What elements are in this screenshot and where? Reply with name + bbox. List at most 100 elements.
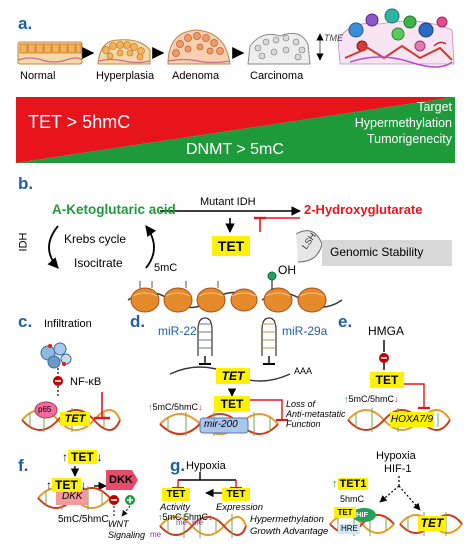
banner-tet-label: TET > 5hmC [28,112,131,132]
dkk-protein-shape [106,470,138,490]
genomic-stability-box [322,240,452,266]
5mc-label-b: 5mC [154,262,178,274]
normal-tissue-illustration [17,41,83,65]
mutant-idh-label: Mutant IDH [200,196,256,208]
panel-d-label: d. [130,312,146,331]
panel-e [347,340,451,432]
tet-d-gene-box: TET [418,516,446,531]
inhibition-tet-hoxa [398,383,425,408]
krebs-arrow-right [145,225,157,269]
dna-helix-g [159,514,247,538]
tet1-label: ↑TET1 [332,478,369,490]
plus-icon-f [127,497,133,503]
hoxa-gene-box: HOXA7/9 [390,412,434,427]
idh-label: IDH [17,232,30,252]
dna-nucleosomes-left [127,281,258,313]
akg-label: A-Ketoglutaric acid [52,202,176,217]
oh-label: OH [278,263,296,277]
ratio-label-d: ↑5mC/5hmC↓ [148,402,203,412]
loss-function-label: Loss of Anti-metastatic Function [286,399,346,429]
krebs-cycle-label: Krebs cycle [64,232,127,246]
hif-to-tet [398,485,421,511]
hif-badge-label: HIF [356,510,369,519]
genomic-stability-label: Genomic Stability [330,245,424,259]
panel-c-label: c. [18,312,33,331]
p65-protein [34,401,58,419]
tet-gene-c: TET [60,412,90,426]
hyper-growth-label: Hypermethylation Growth Advantage [250,514,329,537]
mir29a-label: miR-29a [282,324,328,338]
panel-b-label: b. [18,174,34,193]
dash-to-wnt-b [121,505,131,517]
ratio-label-e: ↑5mC/5hmC↓ [344,394,399,404]
outcome-hypermethylation: Hypermethylation [354,116,452,130]
panel-f [37,466,138,517]
tme-cell-cluster [337,8,455,68]
infiltration-label: Infiltration [44,318,92,330]
me-label-3: me [192,518,204,527]
inhibition-2hg-tet [259,217,300,232]
hmga-label: HMGA [368,324,404,338]
wnt-label: WNT Signaling [108,519,146,540]
panel-a [16,8,455,163]
5mc-5hmc-label-g: ↑5mC 5hmC↓ [158,512,213,522]
expression-label: Expression [216,502,263,513]
hypoxia-label: Hypoxia [186,460,226,472]
panel-g [159,472,463,538]
isocitrate-label: Isocitrate [74,256,123,270]
nfkb-label: NF-κB [70,376,102,388]
tet-enzyme-b: TET [212,236,250,256]
dna-helix-e [347,408,451,432]
hre-box [338,524,360,534]
outcome-target: Target [417,100,452,114]
stage-adenoma: Adenoma [172,70,220,82]
ratio-label-f: 5mC/5hmC [58,514,109,525]
adenoma-illustration [167,29,231,65]
banner-green-triangle [16,97,455,163]
tet-mrna-d: TET [216,368,250,384]
tet-c-box: TET [334,507,356,518]
carcinoma-illustration [247,32,311,65]
dna-nucleosomes-right [261,271,343,313]
me-label-1: me [150,530,162,539]
panel-a-label: a. [18,14,33,33]
panel-f-label: f. [18,456,29,475]
hypoxia2-label: Hypoxia [376,450,416,462]
5hmc-label-g2: 5hmC [340,494,365,504]
hre-label: HRE [341,524,358,533]
panel-b [47,206,452,313]
dkk-gene-label: DKK [62,491,83,502]
outcome-list: Target Hypermethylation Tumorigenecity [330,99,452,147]
hyperplasia-illustration [97,39,151,65]
dkk-gene-box [56,490,88,505]
tet-f-top: ↑TET↓ [62,450,103,464]
infiltrating-cells-icon [40,342,72,369]
tme-label: TME [324,33,343,43]
banner-dnmt-label: DNMT > 5mC [186,141,284,158]
mir200-label: mir-200 [204,419,238,430]
tet-expression-box: TET [222,488,250,501]
mir200-box [199,417,249,434]
dkk-protein-label: DKK [109,474,133,486]
stage-carcinoma: Carcinoma [250,70,304,82]
p65-label: p65 [38,405,52,414]
mir22-hairpin [197,317,213,356]
panel-g-label: g. [170,456,186,475]
activity-label: Activity [160,502,191,513]
mir22-label: miR-22 [158,324,197,338]
stage-normal: Normal [20,70,56,82]
tet-protein-d: TET [214,396,250,412]
hif-badge-shape [352,508,376,522]
hif1-label: HIF-1 [384,463,412,475]
aaa-label: AAA [294,366,313,376]
me-label-2: me [176,518,188,527]
tet-f-mid: ↑TET↓ [46,478,87,492]
tet-e: TET [370,372,404,388]
2hg-label: 2-Hydroxyglutarate [304,202,423,217]
hif-to-hre [379,485,400,503]
tet-activity-box: TET [162,488,190,501]
mir29a-hairpin [261,317,277,356]
outcome-tumorigenecity: Tumorigenecity [367,132,452,146]
panel-e-label: e. [338,312,353,331]
